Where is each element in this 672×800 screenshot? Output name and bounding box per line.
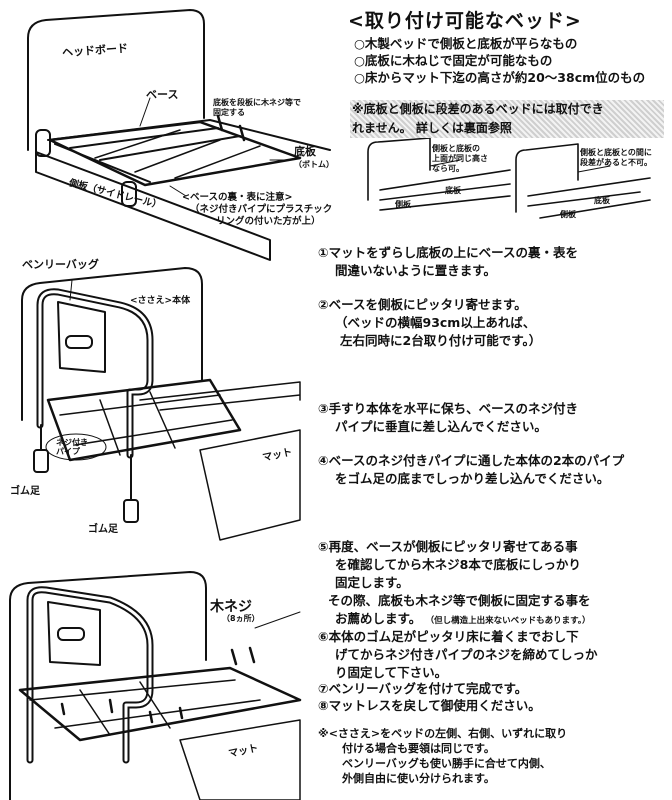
rubber-foot-right — [123, 499, 139, 523]
label-wood-screw: 木ネジ — [210, 599, 252, 615]
step-5-note-small: （但し構造上出来ないベッドもあります。） — [425, 616, 591, 626]
ok-bottom-label: 底板 — [445, 186, 461, 195]
footnote: ※<ささえ>をベッドの左側、右側、いずれに取り 付ける場合も要領は同じです。 ベ… — [318, 727, 568, 785]
ng-callout: 側板と底板との間に 段差があると不可。 — [580, 148, 652, 167]
page-title: <取り付け可能なベッド> — [348, 10, 582, 32]
step-2: ②ベースを側板にピッタリ寄せます。 （ベッドの横幅93cm以上あれば、 左右同時… — [318, 297, 542, 348]
headboard-2 — [21, 267, 203, 421]
note-diagram-ng — [515, 143, 651, 219]
headboard-3 — [9, 571, 207, 800]
label-screw-count: （8ヵ所） — [222, 614, 260, 623]
ok-side-label: 側板 — [395, 200, 411, 209]
label-rubber-foot-1: ゴム足 — [10, 486, 40, 497]
label-bottom-board: 底板 — [294, 145, 316, 158]
base-frame — [48, 120, 302, 187]
step-8: ⑧マットレスを戻して御使用ください。 — [318, 698, 541, 713]
step-4: ④ベースのネジ付きパイプに通した本体の2本のパイプ をゴム足の底までしっかり差し… — [318, 453, 625, 486]
figure-3-screw-fixing — [9, 571, 302, 800]
figure-1-base-placement — [27, 9, 331, 261]
ng-side-label: 側板 — [560, 210, 576, 219]
step-1: ①マットをずらし底板の上にベースの裏・表を 間違いないように置きます。 — [318, 245, 578, 278]
post-right — [121, 181, 137, 207]
warning-note-line: ※底板と側板に段差のあるベッドには取付でき — [352, 102, 604, 116]
warning-note-line: れません。 詳しくは裏面参照 — [352, 121, 512, 135]
label-caution: <ベースの裏・表に注意> （ネジ付きパイプにプラスチック リングの付いた方が上） — [182, 192, 333, 227]
label-screw-note: 底板を段板に木ネジ等で 固定する — [213, 98, 301, 117]
warning-note: ※底板と側板に段差のあるベッドには取付でき れません。 詳しくは裏面参照 — [350, 100, 664, 138]
ok-callout: 側板と底板の 上面が同じ高さ なら可。 — [432, 144, 488, 173]
figure-2-handrail-insert — [21, 267, 301, 541]
label-bottom-board-sub: （ボトム） — [294, 160, 334, 169]
label-base: ベース — [146, 88, 179, 101]
step-3: ③手すり本体を水平に保ち、ベースのネジ付き パイプに垂直に差し込んでください。 — [318, 401, 578, 434]
step-6: ⑥本体のゴム足がピッタリ床に着くまでおし下 げてからネジ付きパイプのネジを締めて… — [318, 629, 598, 680]
headboard-outline — [27, 9, 205, 151]
condition-2: ○底板に木ねじで固定が可能なもの — [354, 53, 553, 68]
label-rubber-foot-2: ゴム足 — [88, 524, 118, 535]
step-7: ⑦ベンリーバッグを付けて完成です。 — [318, 681, 528, 696]
label-sasae-body: <ささえ>本体 — [130, 296, 191, 306]
base-frame-2 — [46, 378, 242, 462]
mat-2 — [199, 429, 301, 541]
note-diagram-ok — [367, 137, 511, 211]
step-5-note: その際、底板も木ネジ等で側板に固定する事を お薦めします。 （但し構造上出来ない… — [328, 593, 591, 626]
label-benry-bag: ベンリーバッグ — [22, 258, 99, 271]
condition-1: ○木製ベッドで側板と底板が平らなもの — [354, 36, 578, 51]
ng-bottom-label: 底板 — [594, 196, 610, 205]
condition-3: ○床からマット下迄の高さが約20～38cm位のもの — [354, 70, 646, 85]
rubber-foot-left — [33, 449, 49, 473]
side-rail — [35, 151, 271, 261]
post-left — [35, 129, 51, 157]
base-frame-3 — [18, 666, 302, 742]
label-threaded-pipe: ネジ付き パイプ — [56, 438, 88, 456]
step-5: ⑤再度、ベースが側板にピッタリ寄せてある事 を確認してから木ネジ8本で底板にしっ… — [318, 539, 581, 590]
